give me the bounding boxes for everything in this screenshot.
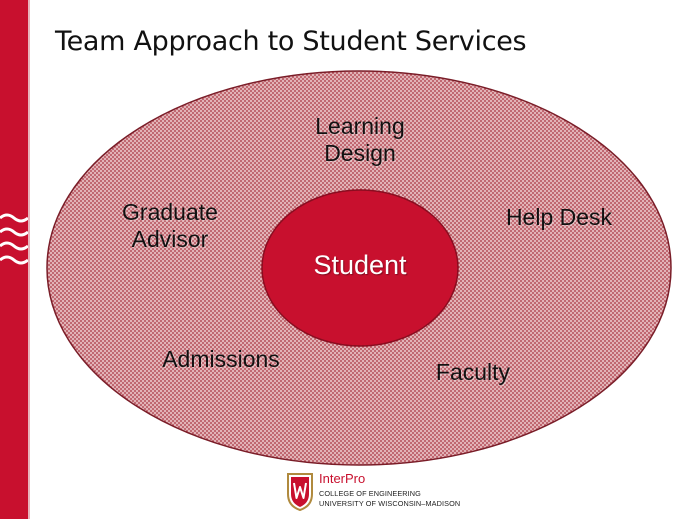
brand-name: InterPro [319, 471, 366, 486]
band-edge-line [28, 0, 30, 519]
role-learning-design: Learning Design [300, 113, 420, 167]
role-learning-design-line2: Design [324, 140, 396, 166]
role-faculty: Faculty [435, 359, 511, 385]
role-help-desk: Help Desk [505, 204, 613, 230]
role-admissions: Admissions [162, 346, 280, 372]
center-label-student: Student [313, 250, 407, 280]
brand-university: UNIVERSITY OF WISCONSIN–MADISON [319, 499, 461, 508]
role-graduate-advisor-line1: Graduate [122, 199, 218, 225]
crest-icon [287, 473, 313, 512]
wave-decoration-icon [0, 213, 28, 265]
inner-ellipse [261, 189, 459, 347]
slide-title: Team Approach to Student Services [55, 26, 527, 57]
role-learning-design-line1: Learning [315, 113, 405, 139]
footer-logo: InterPro COLLEGE OF ENGINEERING UNIVERSI… [285, 470, 460, 514]
role-graduate-advisor-line2: Advisor [131, 226, 209, 252]
brand-college: COLLEGE OF ENGINEERING [319, 489, 421, 498]
role-graduate-advisor: Graduate Advisor [108, 199, 232, 253]
